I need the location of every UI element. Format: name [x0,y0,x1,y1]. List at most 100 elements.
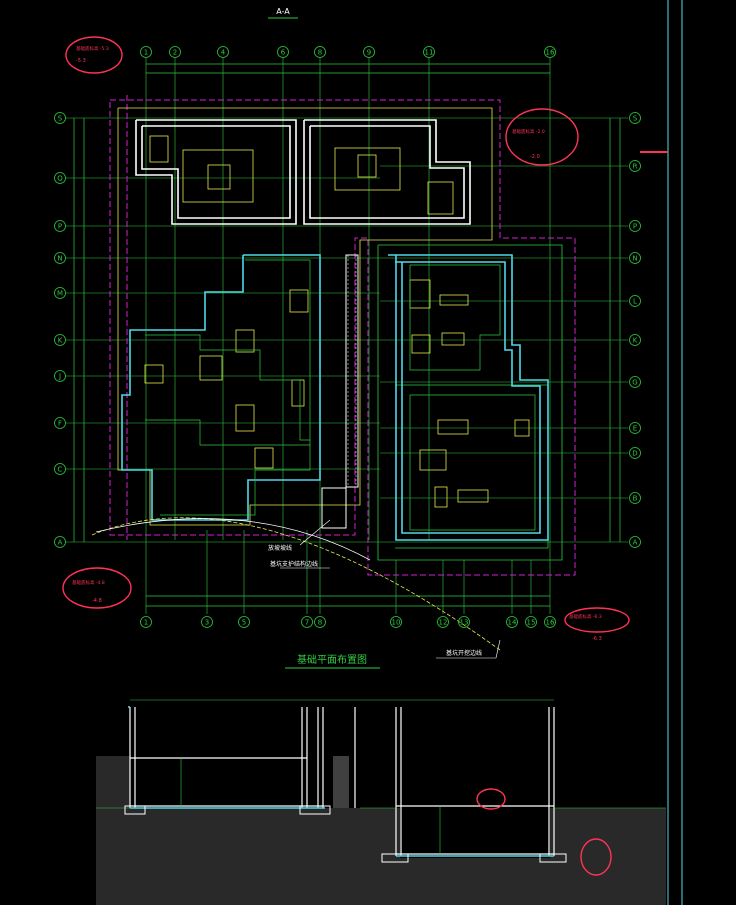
grid-bottom-bubble [437,616,449,628]
grid-left-bubble [54,536,66,548]
section-walls [129,707,555,856]
grid-left-bubble [54,112,66,124]
annotation-1: 基础底标高 -5.3 -5.3 [65,36,123,74]
grid-top-bubble [277,46,289,58]
grid-left-bubble [54,463,66,475]
grid-left-label: A [58,539,63,547]
grid-right-label: S [633,115,638,123]
plan-title: 基础平面布置图 [285,653,380,669]
grid-top-label: 11 [425,49,434,57]
grid-right-label: E [633,425,637,433]
grid-left-label: P [58,223,62,231]
grid-left-label: S [58,115,63,123]
grid-right-bubble [629,422,641,434]
walls-bottom-left [121,254,321,521]
grid-left-label: N [57,255,62,263]
interior-green-lines [145,259,536,531]
svg-text:基础平面布置图: 基础平面布置图 [297,653,367,666]
grid-bottom-bubble [525,616,537,628]
grid-bottom-bubble [506,616,518,628]
slope-arc [91,517,501,651]
grid-right-label: D [632,450,637,458]
grid-right-label: G [632,379,637,387]
grid-left-label: Q [57,175,63,183]
grid-right-bubble [629,220,641,232]
svg-text:基础底标高 -2.0: 基础底标高 -2.0 [512,128,545,135]
grid-top-bubble [314,46,326,58]
dimension-lines [73,63,621,607]
grid-bottom-label: 1 [144,619,148,627]
grid-right-label: R [633,163,638,171]
grid-bottom-label: 8 [318,619,322,627]
grid-right-bubble [629,492,641,504]
annotation-4: 基础底标高 -6.3 -6.3 [564,607,630,642]
leader-text-excavation: 基坑开挖边线 [446,649,482,657]
grid-left-label: M [57,290,63,298]
grid-right-bubble [629,536,641,548]
grid-left-bubble [54,220,66,232]
grid-left-label: C [58,466,63,474]
svg-text:-6.3: -6.3 [592,636,602,642]
foundation-outline-right [377,244,563,561]
section-footings [124,805,567,863]
walls-top-right [303,119,471,225]
grid-bottom-label: 14 [508,619,517,627]
grid-top-bubble [544,46,556,58]
grid-bottom-label: 3 [205,619,209,627]
sheet-border [640,0,683,905]
grid-right-label: B [633,495,638,503]
grid-right-bubble [629,376,641,388]
grid-top-bubble [140,46,152,58]
grid-lines-vertical [145,58,551,614]
leader-notes: 放坡坡线 基坑支护结构边线 基坑开挖边线 [268,519,501,659]
foundation-pads [144,135,530,508]
section-ground-lines [96,758,666,854]
grid-left-bubble [54,417,66,429]
grid-left-bubble [54,287,66,299]
section-soil [96,756,666,905]
grid-bottom-bubble [238,616,250,628]
walls-bottom-right [388,254,549,541]
grid-top-bubble [423,46,435,58]
grid-bottom-bubble [390,616,402,628]
grid-left-label: F [58,420,62,428]
grid-right-label: K [633,337,638,345]
svg-text:基础底标高 -4.8: 基础底标高 -4.8 [72,579,105,586]
svg-text:-5.3: -5.3 [76,58,86,64]
excavation-boundary [109,95,576,576]
grid-top-label: 9 [367,49,371,57]
svg-text:基础底标高 -6.3: 基础底标高 -6.3 [569,613,602,620]
svg-text:基础底标高 -5.3: 基础底标高 -5.3 [76,45,109,52]
grid-top-label: 1 [144,49,148,57]
grid-right-label: L [633,298,637,306]
grid-bottom-label: 5 [242,619,246,627]
grid-bottom-bubble [458,616,470,628]
grid-left-bubble [54,334,66,346]
grid-top-bubble [217,46,229,58]
grid-right-bubble [629,112,641,124]
grid-bottom-bubble [544,616,556,628]
annotation-3: 基础底标高 -4.8 -4.8 [62,567,132,609]
grid-bottom-label: 16 [546,619,555,627]
grid-bottom-bubble [314,616,326,628]
grid-right-bubble [629,160,641,172]
foundation-outline-left [117,107,493,526]
grid-top-bubble [169,46,181,58]
grid-right-bubble [629,447,641,459]
retaining-strip [321,254,359,529]
section-title-aa: A-A [268,7,298,19]
grid-left-label: K [58,337,63,345]
leader-text-support: 基坑支护结构边线 [270,560,318,568]
grid-left-bubble [54,370,66,382]
grid-top-bubble [363,46,375,58]
svg-text:A-A: A-A [276,7,290,16]
grid-top-label: 4 [221,49,226,57]
grid-right-bubble [629,295,641,307]
grid-right-label: N [632,255,637,263]
grid-left-bubble [54,252,66,264]
svg-text:-4.8: -4.8 [92,598,102,604]
leader-text-slope: 放坡坡线 [268,544,292,552]
grid-bottom-bubble [140,616,152,628]
